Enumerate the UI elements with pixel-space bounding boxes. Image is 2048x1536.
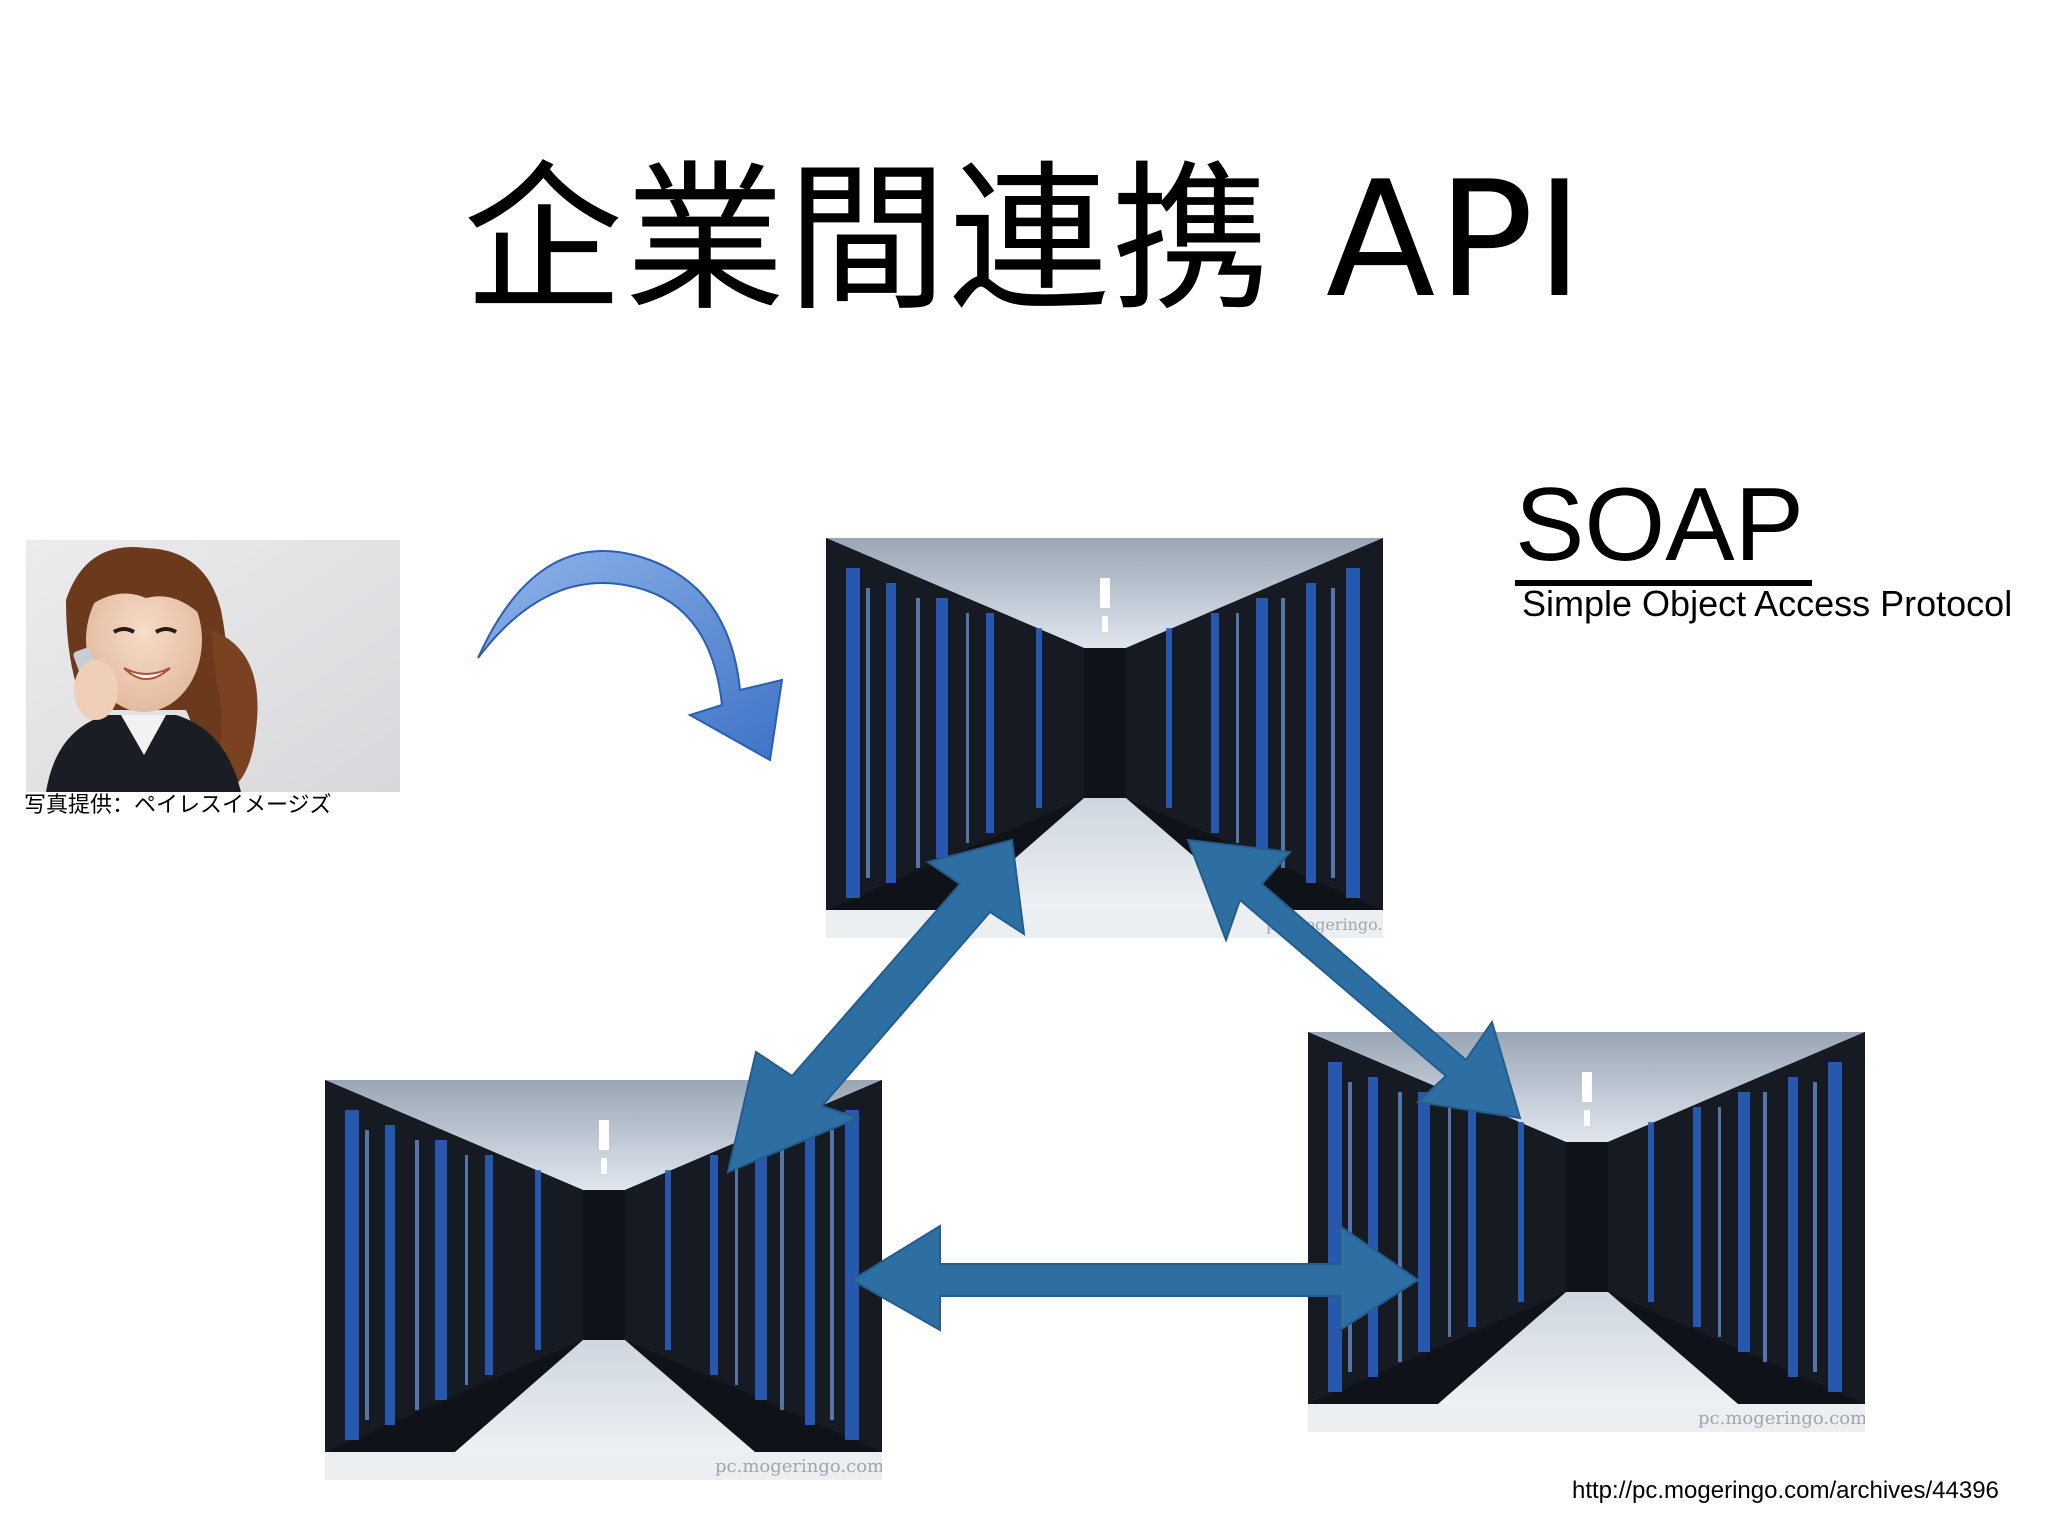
curved-arrow <box>477 550 784 762</box>
photo-credit: 写真提供：ペイレスイメージズ <box>24 793 332 818</box>
source-url: http://pc.mogeringo.com/archives/44396 <box>1572 1477 1999 1504</box>
person-phone-photo <box>26 540 400 792</box>
svg-text:pc.mogeringo.com: pc.mogeringo.com <box>1266 915 1383 934</box>
soap-heading: SOAP <box>1515 470 1812 586</box>
soap-expansion: Simple Object Access Protocol <box>1522 583 2013 624</box>
svg-text:pc.mogeringo.com: pc.mogeringo.com <box>1698 1408 1865 1429</box>
svg-text:pc.mogeringo.com: pc.mogeringo.com <box>715 1456 882 1477</box>
datacenter-photo-left: pc.mogeringo.com <box>325 1080 882 1480</box>
datacenter-photo-top: pc.mogeringo.com <box>826 538 1383 938</box>
slide-title: 企業間連携 API <box>463 146 1585 333</box>
datacenter-photo-right: pc.mogeringo.com <box>1308 1032 1865 1432</box>
